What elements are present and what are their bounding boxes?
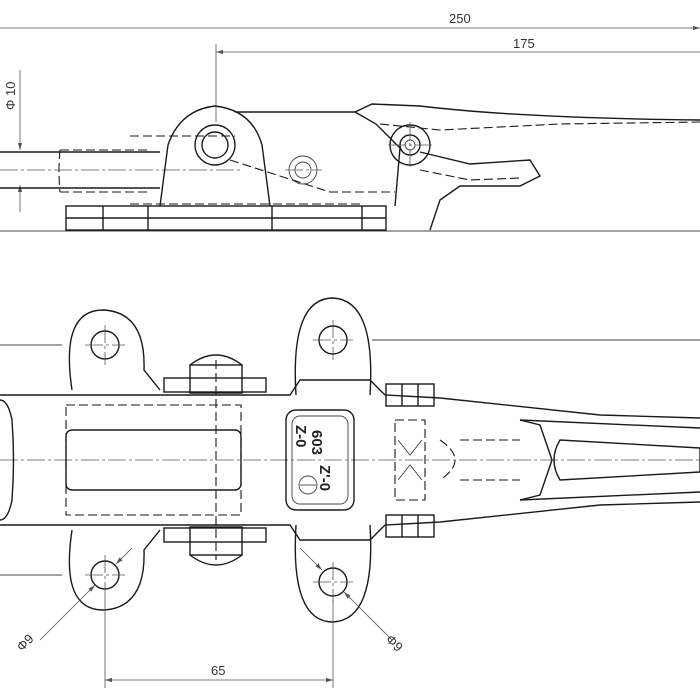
marking-middle: Z-0 bbox=[292, 425, 309, 448]
dimension-pin-diameter-label: Φ 10 bbox=[3, 82, 18, 110]
side-view: 250 175 Φ 10 bbox=[0, 11, 700, 232]
marking-bottom: Z'-0 bbox=[316, 465, 333, 491]
dimension-hole-diameter-left-label: Φ9 bbox=[14, 631, 37, 654]
top-view: 603 Z-0 Z'-0 65 bbox=[0, 297, 700, 688]
dimension-overall-length: 250 bbox=[0, 11, 700, 31]
dimension-overall-length-label: 250 bbox=[449, 11, 471, 26]
part-marking: 603 Z-0 Z'-0 bbox=[292, 425, 333, 495]
dimension-pin-diameter: Φ 10 bbox=[3, 70, 23, 212]
dimension-hole-diameter-right-label: Φ9 bbox=[383, 632, 406, 655]
dimension-hole-spacing-label: 65 bbox=[211, 663, 225, 678]
dimension-hole-diameter-right: Φ9 bbox=[299, 547, 406, 655]
dimension-hole-spacing: 65 bbox=[104, 595, 334, 688]
dimension-pivot-to-end: 175 bbox=[215, 36, 700, 122]
marking-top: 603 bbox=[308, 430, 325, 455]
dimension-pivot-to-end-label: 175 bbox=[513, 36, 535, 51]
